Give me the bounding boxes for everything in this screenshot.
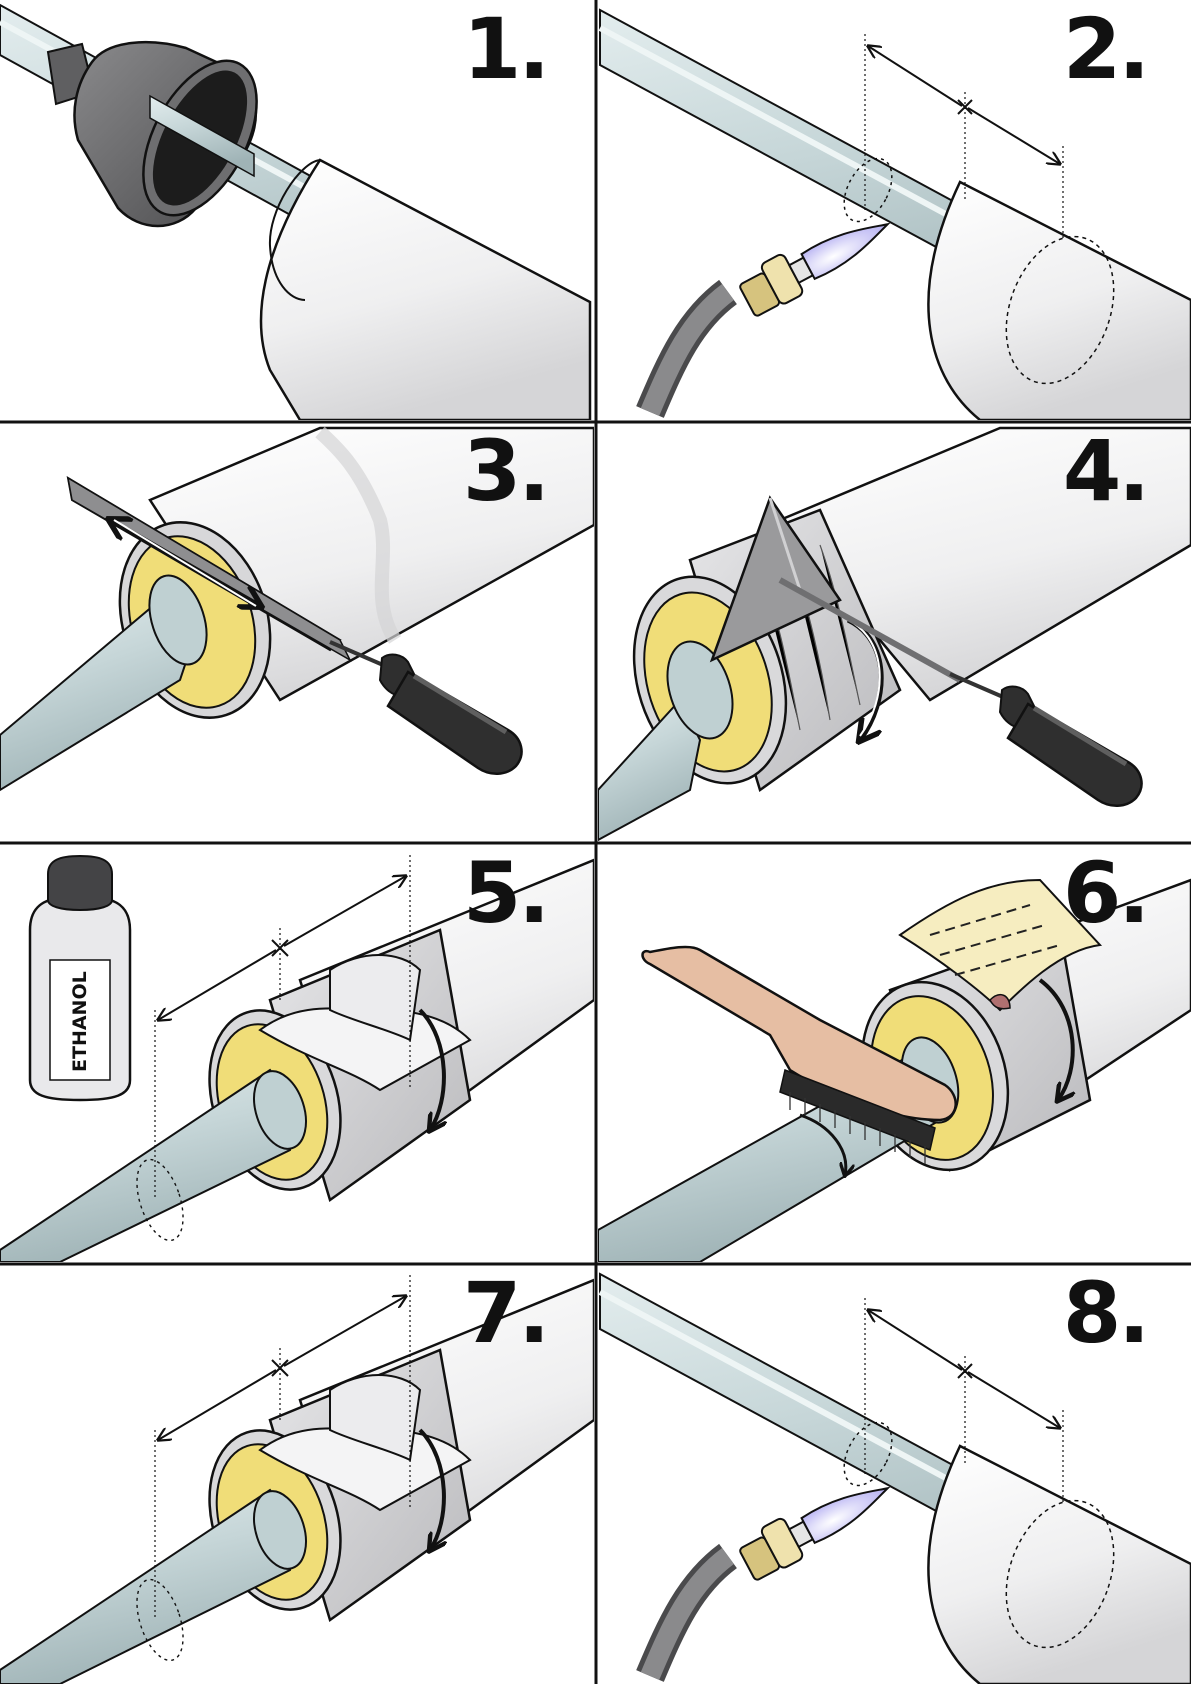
panel-5: ETHANOL 5. — [0, 844, 594, 1262]
step-number: 2. — [1063, 0, 1147, 98]
step-number: 5. — [463, 844, 547, 942]
step-number: 6. — [1063, 844, 1147, 942]
panel-3: 3. — [0, 422, 594, 792]
step-number: 1. — [463, 0, 547, 98]
torch-icon — [650, 1467, 898, 1676]
wire-brush-icon — [641, 945, 957, 1175]
step-number: 8. — [1063, 1264, 1147, 1362]
shrink-sleeve-icon — [46, 40, 258, 228]
step-number: 7. — [463, 1264, 547, 1362]
panel-1: 1. — [0, 0, 592, 420]
ethanol-bottle-icon: ETHANOL — [28, 854, 132, 1102]
panel-6: 6. — [598, 844, 1191, 1262]
panel-8: 8. — [598, 1264, 1191, 1684]
step-number: 3. — [463, 422, 547, 520]
step-number: 4. — [1063, 422, 1147, 520]
file-icon — [66, 476, 522, 774]
scraper-icon — [709, 495, 1142, 806]
sandpaper-icon — [898, 878, 1103, 1012]
panel-7: 7. — [0, 1264, 594, 1684]
panel-4: 4. — [598, 422, 1191, 841]
panel-2: 2. — [598, 0, 1191, 420]
bottle-label: ETHANOL — [69, 971, 91, 1072]
torch-icon — [650, 203, 898, 412]
